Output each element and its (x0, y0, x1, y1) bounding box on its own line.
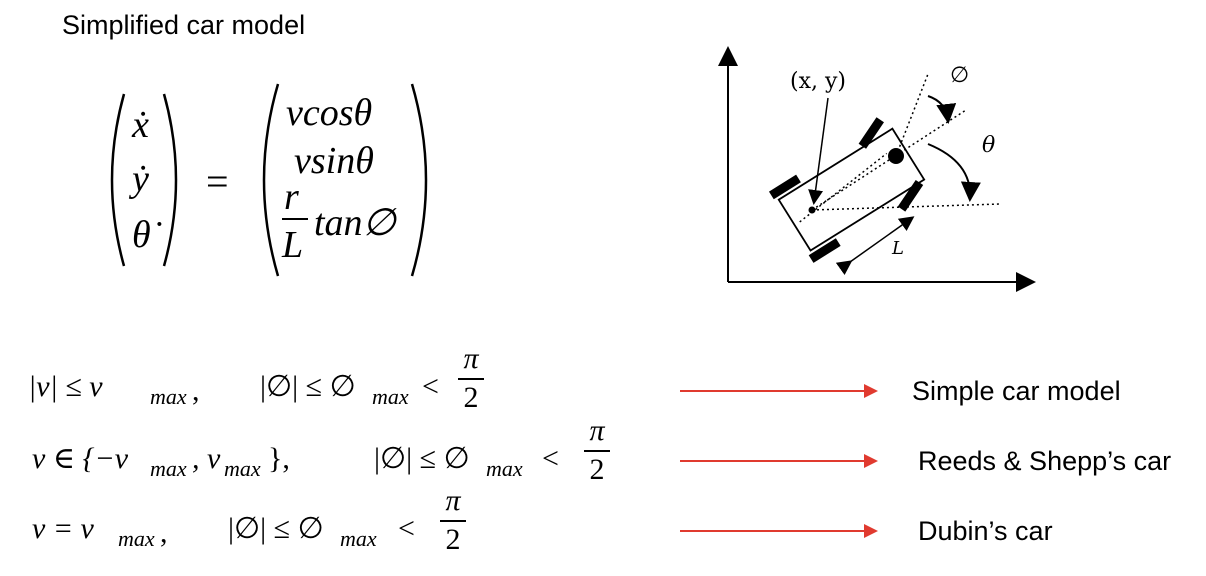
speed-sep: , v (192, 442, 221, 475)
kinematic-equation: ẋ ẏ θ̇ = vcosθ vsinθ r L tan∅ (98, 80, 458, 280)
rhs-frac-bar (282, 218, 308, 220)
speed-constraint: |v| ≤ v (28, 370, 103, 403)
model-label-dubins: Dubin’s car (918, 516, 1053, 546)
model-label-reeds-shepp: Reeds & Shepp’s car (918, 446, 1172, 476)
rhs-row3-tan: tan∅ (314, 202, 396, 244)
heading-label: θ (982, 133, 995, 158)
point-label: (x, y) (790, 69, 846, 94)
steer-angle-arc (927, 95, 957, 124)
length-dimension (835, 216, 915, 276)
front-right-wheel (897, 180, 924, 212)
pi-over-two: π 2 (584, 416, 610, 485)
rhs-frac-den: L (282, 224, 304, 266)
equals-sign: = (206, 159, 229, 204)
rear-left-wheel (768, 174, 801, 200)
sep: , (160, 516, 168, 549)
phi-constraint: |∅| ≤ ∅ (374, 442, 470, 475)
rear-right-wheel (808, 238, 841, 263)
pi-over-two: π 2 (458, 344, 484, 413)
less-than: < (398, 512, 415, 545)
right-open-paren (262, 83, 280, 277)
less-than: < (542, 442, 559, 475)
length-label: L (891, 238, 904, 259)
point-pointer (808, 97, 829, 205)
speed-sub: max (118, 526, 155, 551)
right-close-paren (410, 83, 428, 277)
heading-angle-arc (927, 143, 981, 202)
arrow-simple (680, 384, 878, 398)
steer-label: ∅ (950, 63, 969, 88)
car-body (768, 117, 926, 263)
x-dot: ẋ (132, 104, 149, 146)
theta-dot: θ̇ (132, 214, 151, 256)
left-open-paren (110, 93, 126, 267)
front-left-wheel (858, 117, 884, 149)
y-dot: ẏ (132, 158, 149, 200)
horizontal-reference (811, 203, 1001, 211)
phi-sub: max (372, 384, 409, 409)
car-diagram: (x, y) ∅ θ L (718, 46, 1036, 292)
left-close-paren (162, 93, 178, 267)
model-label-simple: Simple car model (912, 376, 1121, 406)
arrow-reeds-shepp (680, 454, 878, 468)
speed-sub-a: max (150, 456, 187, 481)
speed-eq: v = v (32, 512, 94, 545)
phi-sub: max (340, 526, 377, 551)
slide-title: Simplified car model (62, 10, 306, 40)
rhs-row1: vcosθ (286, 92, 373, 134)
less-than: < (422, 370, 439, 403)
pi-over-two: π 2 (440, 486, 466, 555)
arrow-dubins (680, 524, 878, 538)
rhs-row2: vsinθ (294, 140, 374, 182)
sep: , (192, 374, 200, 407)
heading-line (811, 109, 967, 211)
phi-constraint: |∅| ≤ ∅ (228, 512, 324, 545)
set-close: }, (268, 442, 290, 475)
rhs-frac-num: r (284, 176, 299, 218)
phi-constraint: |∅| ≤ ∅ (260, 370, 356, 403)
speed-sub-b: max (224, 456, 261, 481)
speed-sub: max (150, 384, 187, 409)
speed-set: v ∈ {−v (32, 442, 129, 475)
phi-sub: max (486, 456, 523, 481)
